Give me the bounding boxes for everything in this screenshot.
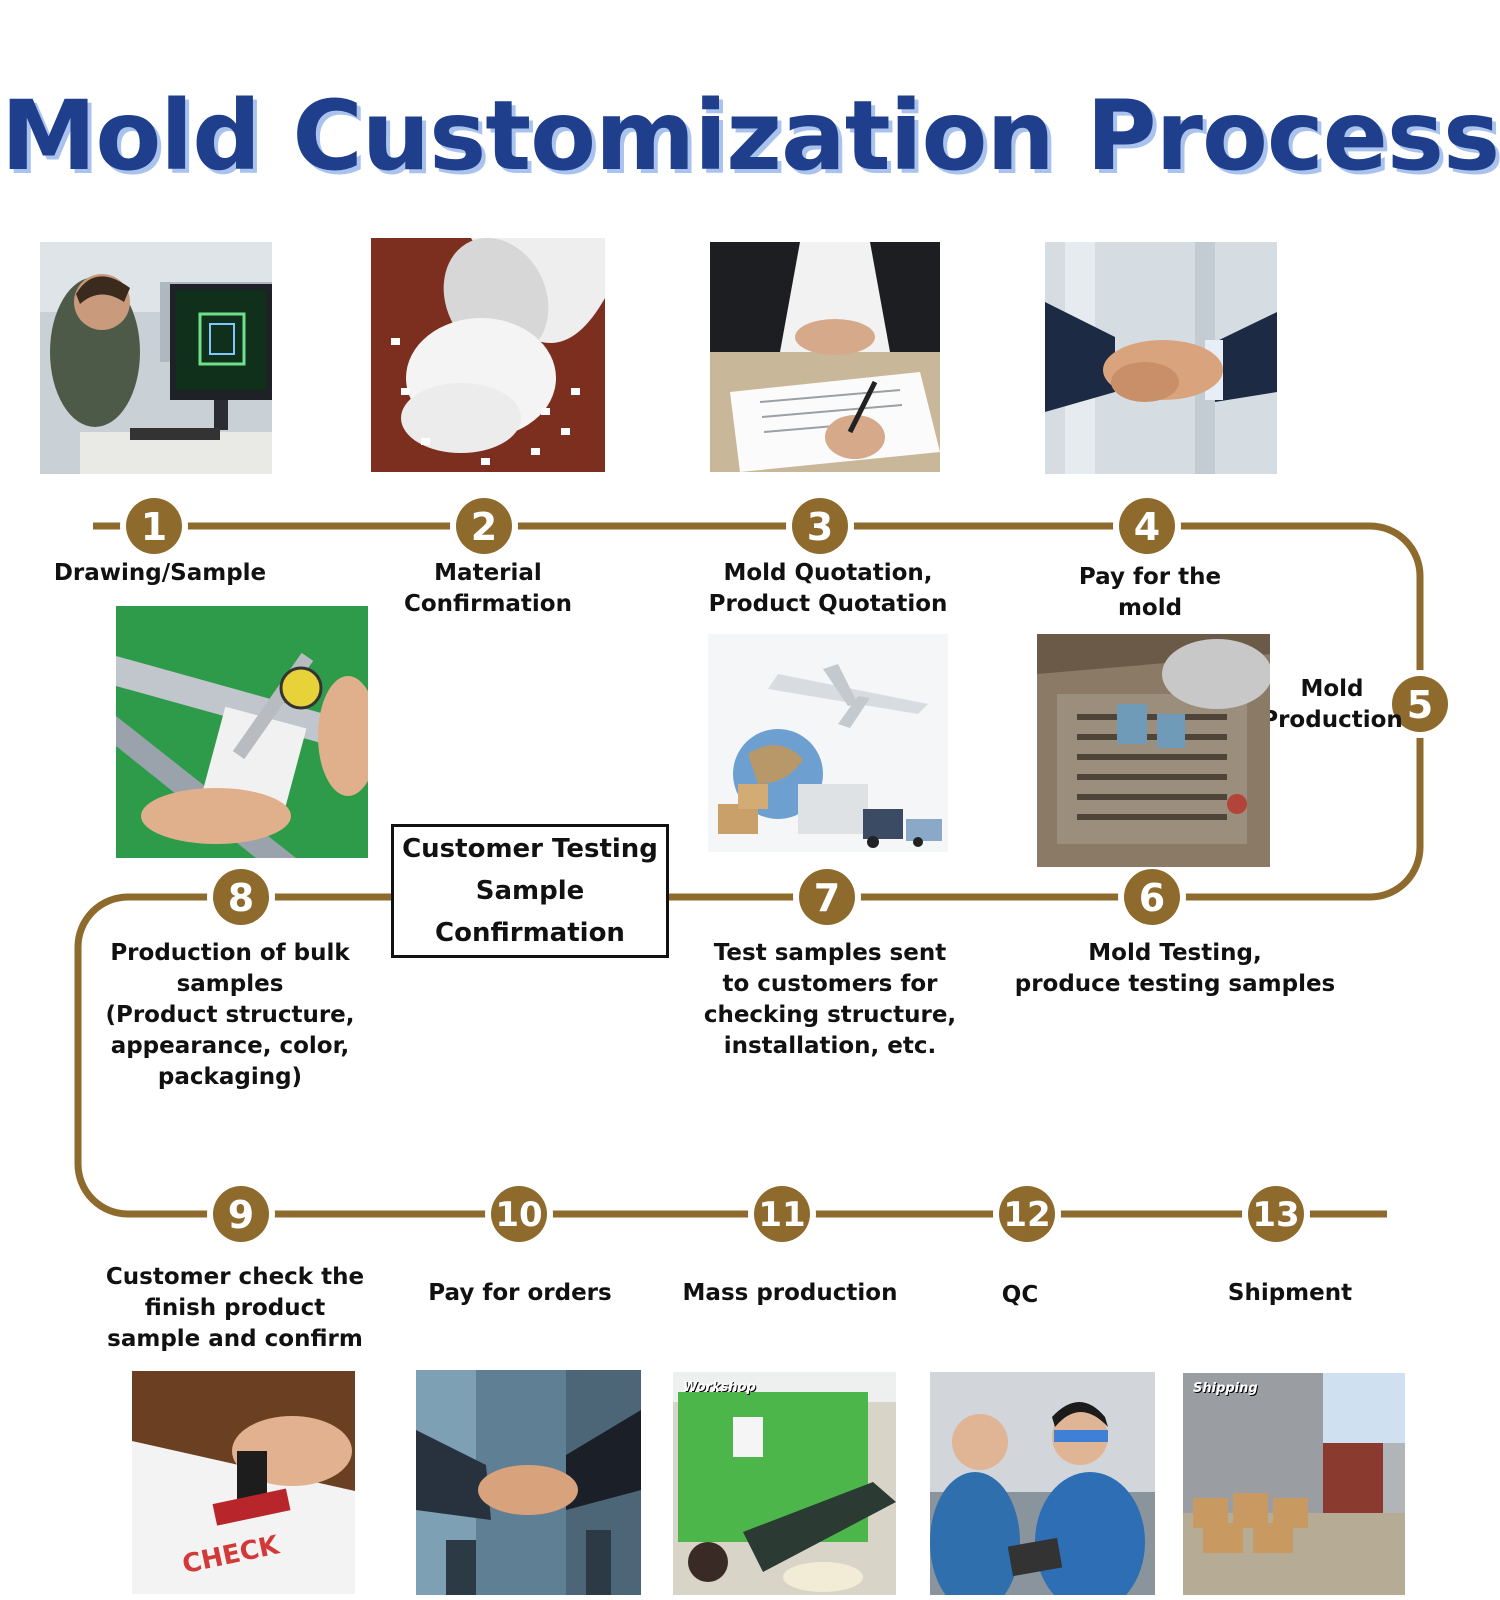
step-7-number: 7 <box>814 876 840 920</box>
step-11-label: Mass production <box>682 1280 898 1306</box>
step-4-circle <box>1119 498 1175 554</box>
step-5-number: 5 <box>1407 683 1433 727</box>
step-4-label: Pay for the mold <box>1078 564 1222 621</box>
step-8-number: 8 <box>228 876 254 920</box>
step-13-label: Shipment <box>1227 1280 1353 1306</box>
step-9-label: Customer check the finish product sample… <box>105 1264 365 1352</box>
step-3-number: 3 <box>807 505 833 549</box>
step-3-circle <box>792 498 848 554</box>
step-7-label: Test samples sent to customers for check… <box>703 940 957 1059</box>
step-3-marker: 3 <box>786 492 854 560</box>
step-2-number: 2 <box>471 505 497 549</box>
step-12-circle <box>999 1186 1055 1242</box>
photo-mold-machining <box>1037 634 1270 867</box>
step-7-circle <box>799 869 855 925</box>
photo-handshake-top <box>1045 242 1277 474</box>
photo-caliper-measuring <box>116 606 368 858</box>
step-9-marker: 9 <box>207 1180 275 1248</box>
photo-logistics <box>708 634 948 852</box>
photo-workshop: Workshop <box>673 1372 896 1595</box>
step-8-circle <box>213 869 269 925</box>
photo-plastic-pellets <box>371 238 605 472</box>
step-10-marker: 10 <box>485 1180 553 1248</box>
photo-shipping: Shipping <box>1183 1373 1405 1595</box>
step-12-marker: 12 <box>993 1180 1061 1248</box>
step-10-label: Pay for orders <box>428 1280 612 1306</box>
step-13-marker: 13 <box>1242 1180 1310 1248</box>
step-9-circle <box>213 1186 269 1242</box>
step-2-marker: 2 <box>450 492 518 560</box>
step-9-number: 9 <box>228 1193 254 1237</box>
step-4-number: 4 <box>1134 505 1160 549</box>
step-5-marker: 5 <box>1386 670 1454 738</box>
step-1-marker: 1 <box>120 492 188 560</box>
checkpoint-box: Customer Testing Sample Confirmation <box>391 824 669 958</box>
step-12-number: 12 <box>1003 1195 1050 1235</box>
step-6-circle <box>1124 869 1180 925</box>
photo-handshake-bottom <box>416 1370 641 1595</box>
step-13-number: 13 <box>1252 1195 1299 1235</box>
step-3-label: Mold Quotation, Product Quotation <box>708 560 948 617</box>
step-6-marker: 6 <box>1118 863 1186 931</box>
step-6-number: 6 <box>1139 876 1165 920</box>
step-7-marker: 7 <box>793 863 861 931</box>
step-13-circle <box>1248 1186 1304 1242</box>
process-flow-path <box>74 522 1424 1218</box>
shipping-caption: Shipping <box>1193 1381 1258 1396</box>
step-1-number: 1 <box>141 505 167 549</box>
photo-signing-document <box>710 242 940 472</box>
step-11-marker: 11 <box>748 1180 816 1248</box>
step-11-circle <box>754 1186 810 1242</box>
step-6-label: Mold Testing, produce testing samples <box>1014 940 1336 997</box>
step-1-label: Drawing/Sample <box>53 560 267 586</box>
step-8-label: Production of bulk samples (Product stru… <box>105 940 355 1090</box>
step-10-number: 10 <box>495 1195 542 1235</box>
workshop-caption: Workshop <box>683 1380 756 1395</box>
step-4-marker: 4 <box>1113 492 1181 560</box>
photo-check-stamp: CHECK <box>132 1371 355 1594</box>
step-1-circle <box>126 498 182 554</box>
step-2-circle <box>456 498 512 554</box>
step-8-marker: 8 <box>207 863 275 931</box>
step-10-circle <box>491 1186 547 1242</box>
photo-qc-inspectors <box>930 1372 1155 1595</box>
step-12-label: QC <box>1001 1282 1039 1308</box>
step-11-number: 11 <box>758 1195 805 1235</box>
step-5-circle <box>1392 676 1448 732</box>
step-5-label: Mold Production <box>1261 676 1403 733</box>
page-title: Mold Customization Process <box>0 80 1500 192</box>
step-2-label: Material Confirmation <box>404 560 572 617</box>
photo-designer-workstation <box>40 242 272 474</box>
